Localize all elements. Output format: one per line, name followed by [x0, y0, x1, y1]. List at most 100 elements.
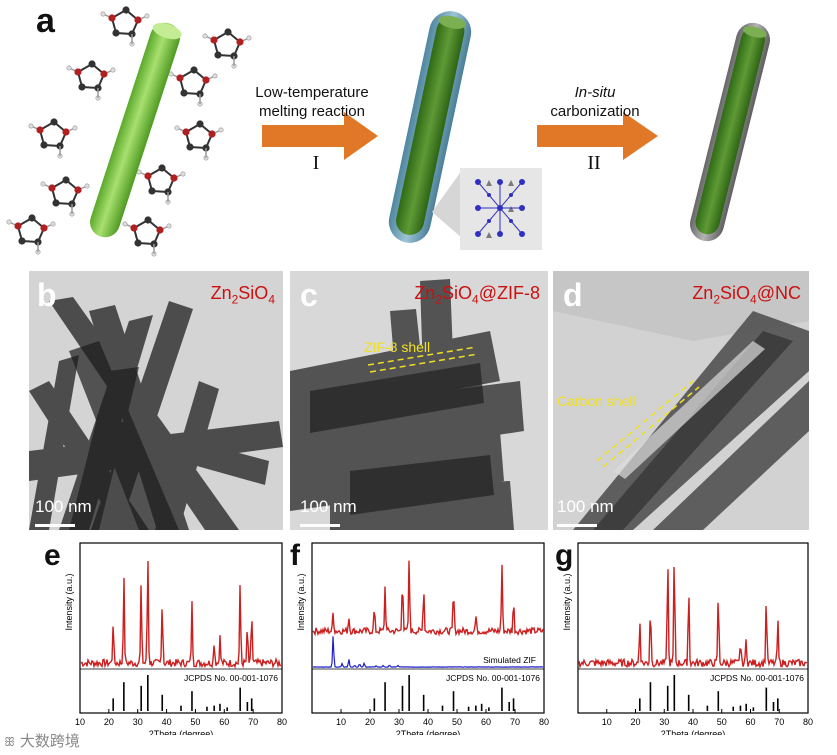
title-b-part2: SiO	[238, 283, 269, 303]
panel-a: a	[0, 0, 837, 265]
title-d-sub1: 2	[713, 292, 721, 307]
title-b-part1: Zn	[210, 283, 232, 303]
x-tick-label-f: 70	[510, 717, 520, 727]
x-tick-label-g: 60	[745, 717, 755, 727]
step-1-label: Low-temperature melting reaction	[242, 83, 382, 121]
step-1-line2: melting reaction	[259, 103, 365, 120]
x-tick-label-e: 40	[162, 717, 172, 727]
title-b-sub2: 4	[268, 292, 275, 307]
x-tick-label-g: 50	[717, 717, 727, 727]
x-tick-label-g: 20	[630, 717, 640, 727]
title-d-part1: Zn	[692, 283, 714, 303]
watermark: ꕥ 大数跨境	[4, 730, 80, 751]
scalebar-d-bar	[557, 524, 597, 527]
y-axis-label-e: Intensity (a.u.)	[64, 573, 74, 630]
step-1-roman: I	[312, 152, 320, 174]
carbon-shell-label: Carbon shell	[557, 393, 636, 409]
reference-label-g: JCPDS No. 00-001-1076	[710, 673, 804, 683]
title-c-part2: SiO	[442, 283, 473, 303]
tem-title-c: Zn2SiO4@ZIF-8	[414, 283, 540, 307]
tem-rods-c	[290, 271, 548, 530]
x-tick-label-f: 60	[481, 717, 491, 727]
chart-letter-e: e	[44, 539, 61, 572]
x-tick-label-e: 70	[248, 717, 258, 727]
tem-image-d: d Zn2SiO4@NC Carbon shell 100 nm	[553, 271, 809, 530]
tem-image-c: c Zn2SiO4@ZIF-8 ZIF-8 shell 100 nm	[290, 271, 548, 530]
x-tick-label-e: 60	[219, 717, 229, 727]
step-1-line1: Low-temperature	[255, 84, 369, 101]
x-tick-label-f: 40	[423, 717, 433, 727]
x-tick-label-e: 50	[190, 717, 200, 727]
x-tick-label-f: 30	[394, 717, 404, 727]
x-tick-label-f: 20	[365, 717, 375, 727]
title-b-sub1: 2	[231, 292, 239, 307]
y-axis-label-f: Intensity (a.u.)	[296, 573, 306, 630]
x-tick-label-g: 80	[803, 717, 813, 727]
tem-title-d: Zn2SiO4@NC	[692, 283, 801, 307]
zif8-shell-guides	[367, 346, 479, 373]
title-d-part3: @NC	[756, 283, 801, 303]
tem-rods-b	[29, 271, 283, 530]
step-2-roman: II	[587, 152, 601, 174]
title-d-sub2: 4	[750, 292, 757, 307]
reference-label-e: JCPDS No. 00-001-1076	[184, 673, 278, 683]
step-2-label: In-situ carbonization	[530, 83, 660, 121]
title-d-part2: SiO	[720, 283, 751, 303]
scalebar-c-bar	[300, 524, 340, 527]
arrow-step-2	[537, 112, 658, 160]
reference-label-f: JCPDS No. 00-001-1076	[446, 673, 540, 683]
arrow-step-1	[262, 112, 378, 160]
series-line-f-1	[312, 560, 544, 637]
plot-frame-g	[577, 542, 809, 714]
zn2sio4-rod	[90, 22, 182, 238]
x-tick-label-e: 20	[104, 717, 114, 727]
title-c-part3: @ZIF-8	[478, 283, 540, 303]
x-axis-label-g: 2Theta (degree)	[661, 729, 726, 735]
x-tick-label-g: 70	[774, 717, 784, 727]
x-tick-label-g: 30	[659, 717, 669, 727]
x-tick-label-g: 40	[688, 717, 698, 727]
title-c-part1: Zn	[414, 283, 436, 303]
tem-rods-d	[553, 271, 809, 530]
carbon-coated-rod	[690, 22, 770, 242]
scalebar-b-label: 100 nm	[35, 497, 92, 516]
watermark-text: 大数跨境	[19, 732, 80, 750]
x-axis-label-f: 2Theta (degree)	[396, 729, 461, 735]
series-line-e-1	[80, 560, 282, 669]
simulated-label-f: Simulated ZIF	[483, 655, 536, 665]
step-2-line1: In-situ	[574, 84, 616, 101]
chart-letter-f: f	[290, 539, 301, 572]
xrd-charts: e 10 20 30 40 50 60 70 80 2Theta (degree) Intensit…	[44, 539, 813, 735]
tem-letter-c: c	[300, 277, 318, 313]
title-c-sub1: 2	[435, 292, 443, 307]
series-line-f-2	[312, 636, 544, 668]
schematic-illustration	[5, 5, 770, 258]
scalebar-c-label: 100 nm	[300, 497, 357, 516]
scalebar-d-label: 100 nm	[557, 497, 614, 516]
zif8-coated-rod	[388, 11, 472, 243]
title-c-sub2: 4	[472, 292, 479, 307]
plot-frame-e	[79, 542, 283, 714]
tem-image-b: b Zn2SiO4 100 nm	[29, 271, 283, 530]
x-tick-label-e: 10	[75, 717, 85, 727]
zif8-framework-inset	[432, 168, 542, 250]
tem-title-b: Zn2SiO4	[211, 283, 275, 307]
scalebar-c: 100 nm	[300, 497, 370, 527]
x-tick-label-g: 10	[602, 717, 612, 727]
x-tick-label-f: 10	[336, 717, 346, 727]
x-tick-label-f: 50	[452, 717, 462, 727]
step-2-line2: carbonization	[550, 103, 640, 120]
x-tick-label-e: 80	[277, 717, 287, 727]
y-axis-label-g: Intensity (a.u.)	[562, 573, 572, 630]
watermark-logo-icon: ꕥ	[4, 735, 16, 749]
plot-frame-f	[311, 542, 545, 714]
tem-letter-b: b	[37, 277, 57, 313]
series-line-g-1	[578, 566, 808, 670]
x-tick-label-e: 30	[133, 717, 143, 727]
carbon-shell-guides	[596, 380, 700, 468]
scalebar-b-bar	[35, 524, 75, 527]
tem-letter-d: d	[563, 277, 583, 313]
panel-letter-a: a	[36, 2, 55, 40]
zif8-shell-label: ZIF-8 shell	[364, 339, 431, 355]
chart-letter-g: g	[555, 539, 573, 572]
